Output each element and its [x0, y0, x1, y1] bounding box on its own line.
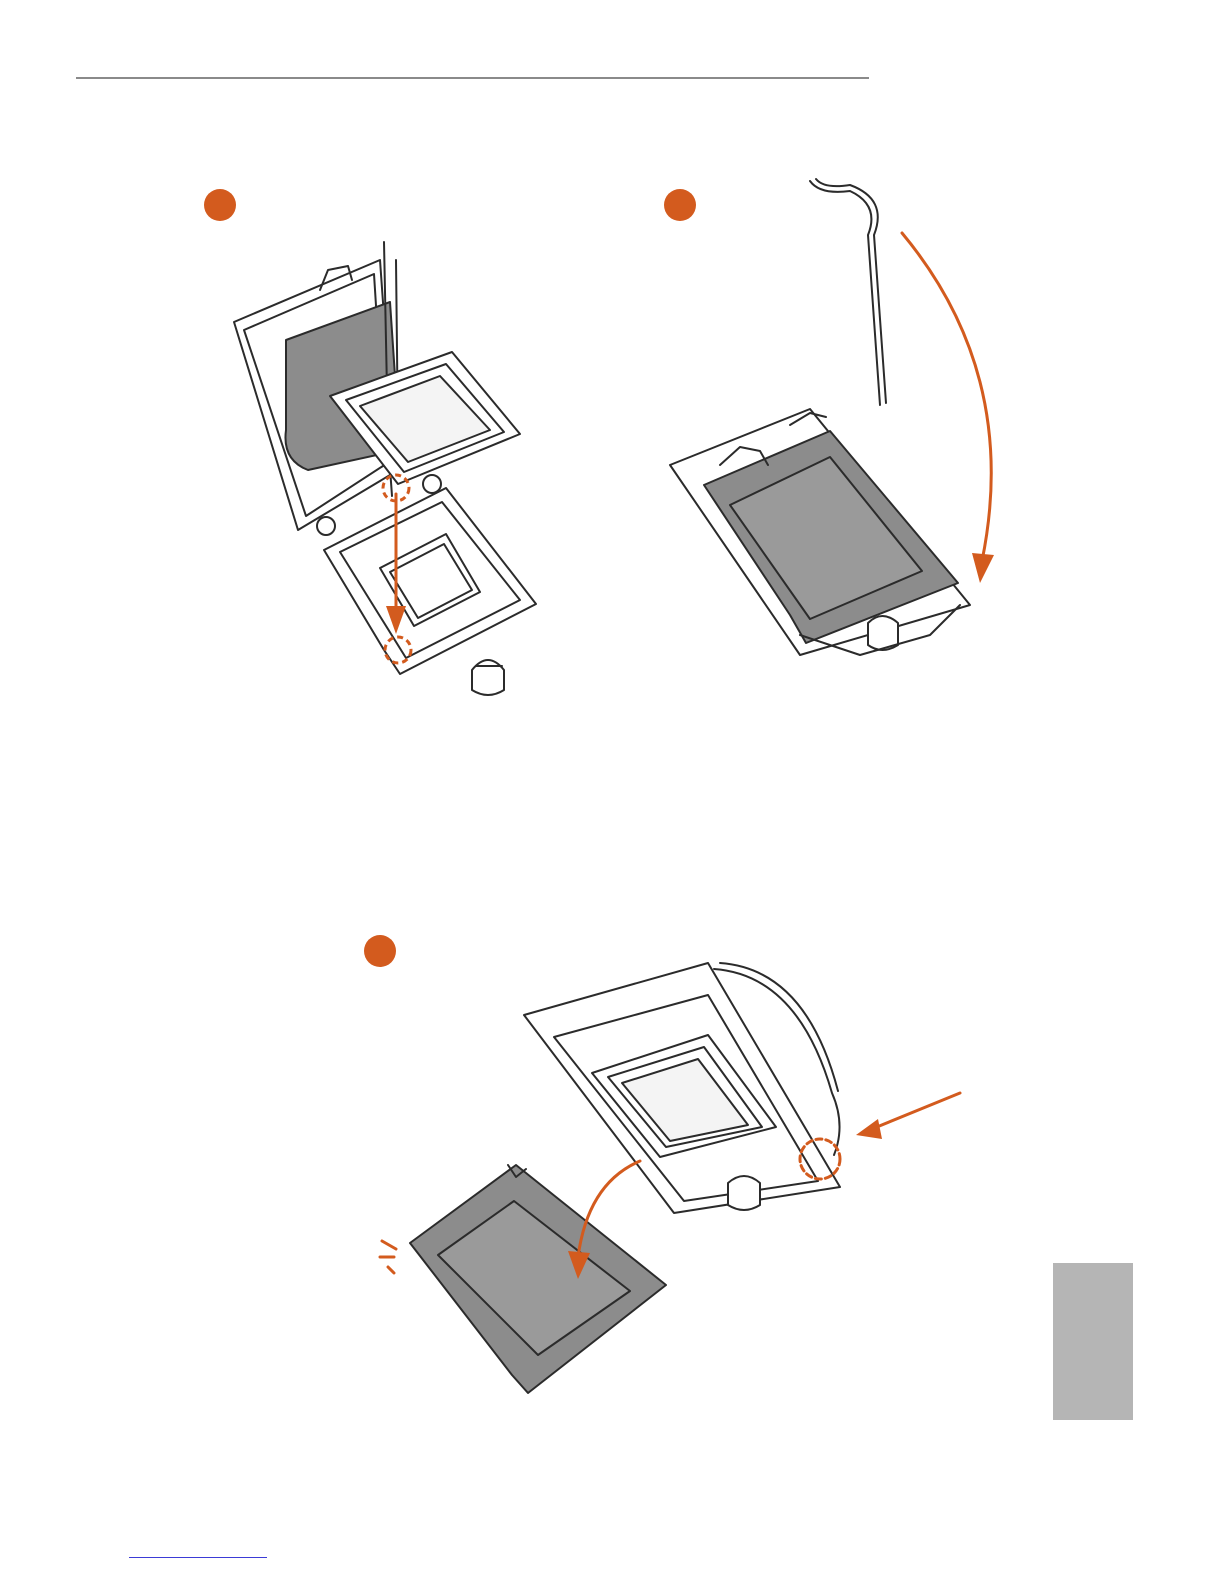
lever-hook-arrow	[872, 1093, 960, 1129]
socket-lever	[810, 181, 880, 405]
step-2-illustration	[660, 175, 1020, 665]
snap-mark	[380, 1241, 396, 1273]
close-lever-arrow	[902, 233, 991, 561]
header-rule	[76, 77, 869, 79]
step-1-marker	[204, 189, 236, 221]
side-tab	[1053, 1263, 1133, 1420]
footer-link-underline[interactable]	[129, 1557, 267, 1558]
socket-screw	[728, 1176, 760, 1210]
step-3-illustration	[378, 955, 978, 1395]
step-1-illustration	[220, 230, 560, 710]
